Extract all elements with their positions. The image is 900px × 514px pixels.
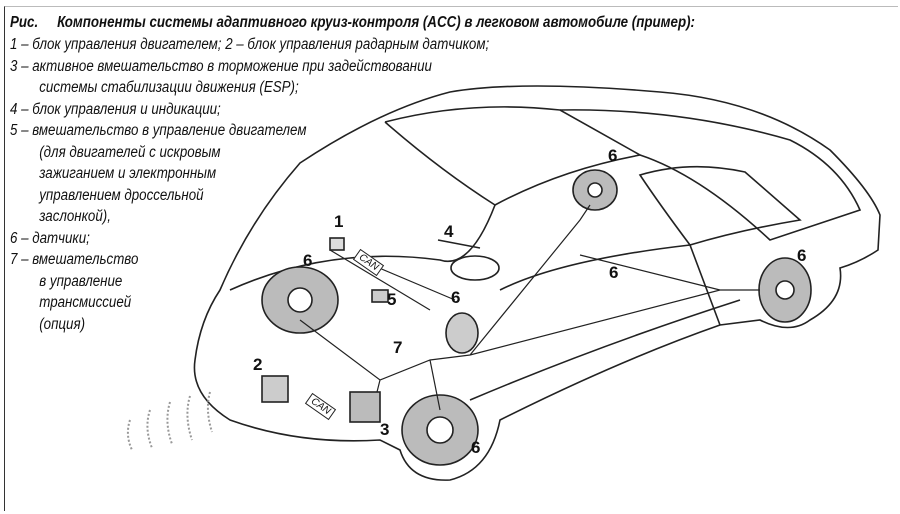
callout-3: 3: [380, 420, 390, 439]
radar-ecu: [261, 375, 289, 403]
callout-6: 6: [451, 288, 461, 307]
callout-1: 1: [334, 212, 344, 231]
callout-6: 6: [471, 438, 481, 457]
legend-line: системы стабилизации движения (ESP);: [39, 79, 299, 96]
figure-frame: [4, 6, 898, 511]
legend-line: 1 – блок управления двигателем; 2 – блок…: [10, 36, 490, 53]
legend-line: (опция): [39, 315, 86, 333]
sill: [469, 299, 741, 401]
legend-line: 7 – вмешательство: [10, 251, 139, 268]
caption-prefix: Рис.: [10, 14, 39, 31]
legend-line: 3 – активное вмешательство в торможение …: [10, 57, 432, 75]
steering-wheel: [450, 255, 500, 281]
legend-line: (для двигателей с искровым: [39, 143, 221, 161]
callout-7: 7: [393, 338, 403, 357]
legend-line: зажиганием и электронным: [39, 165, 217, 182]
roof: [559, 109, 862, 241]
callout-6: 6: [303, 251, 313, 270]
hood-line: [229, 204, 496, 291]
brake-booster: [445, 312, 479, 354]
display-unit: [437, 239, 481, 249]
side-window: [638, 165, 802, 246]
legend: 1 – блок управления двигателем; 2 – блок…: [10, 34, 489, 335]
figure-caption: Рис. Компоненты системы адаптивного круиз…: [10, 12, 695, 34]
engine-ecu: [329, 237, 345, 251]
callout-6: 6: [608, 146, 618, 165]
callout-2: 2: [253, 355, 263, 374]
legend-line: 4 – блок управления и индикации;: [10, 100, 221, 118]
throttle-unit: [371, 289, 389, 303]
radar-waves: [126, 391, 213, 451]
callout-4: 4: [444, 222, 454, 241]
legend-line: в управление: [39, 272, 123, 290]
callout-6: 6: [609, 263, 619, 282]
legend-line: 6 – датчики;: [10, 229, 90, 247]
callout-5: 5: [387, 290, 397, 309]
legend-line: 5 – вмешательство в управление двигателе…: [10, 122, 307, 139]
legend-line: заслонкой),: [39, 208, 111, 225]
caption-title: Компоненты системы адаптивного круиз-кон…: [57, 14, 695, 31]
legend-line: трансмиссией: [39, 294, 132, 311]
esp-hydraulic-unit: [349, 391, 381, 423]
callout-6: 6: [797, 246, 807, 265]
door-line: [499, 244, 721, 326]
brake-lines: [299, 204, 760, 421]
windshield: [384, 106, 643, 206]
legend-line: управлением дроссельной: [39, 186, 204, 204]
